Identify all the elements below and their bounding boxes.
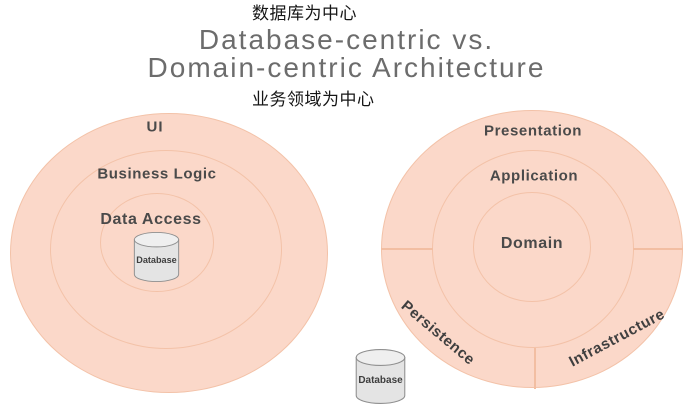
- ring-label-business-logic: Business Logic: [97, 165, 217, 183]
- database-icon: Database: [133, 231, 180, 283]
- right-inner-ring: [473, 192, 591, 302]
- ring-label-ui: UI: [146, 118, 164, 136]
- sector-divider-bottom: [534, 348, 536, 389]
- sector-divider-left: [381, 248, 433, 250]
- ring-label-application: Application: [489, 167, 579, 185]
- ring-label-data-access: Data Access: [100, 211, 202, 228]
- main-title-line1: Database-centric vs.: [198, 24, 495, 55]
- main-title-line2: Domain-centric Architecture: [147, 52, 546, 83]
- annotation-database-centric-zh: 数据库为中心: [252, 4, 357, 23]
- ring-label-presentation: Presentation: [483, 122, 583, 140]
- ring-label-domain: Domain: [500, 235, 564, 252]
- external-database-icon: Database: [355, 349, 406, 404]
- annotation-domain-centric-zh: 业务领域为中心: [252, 90, 375, 109]
- external-database-label: Database: [358, 374, 402, 386]
- database-label: Database: [136, 255, 177, 266]
- main-title: Database-centric vs. Domain-centric Arch…: [0, 26, 693, 82]
- sector-divider-right: [633, 248, 683, 250]
